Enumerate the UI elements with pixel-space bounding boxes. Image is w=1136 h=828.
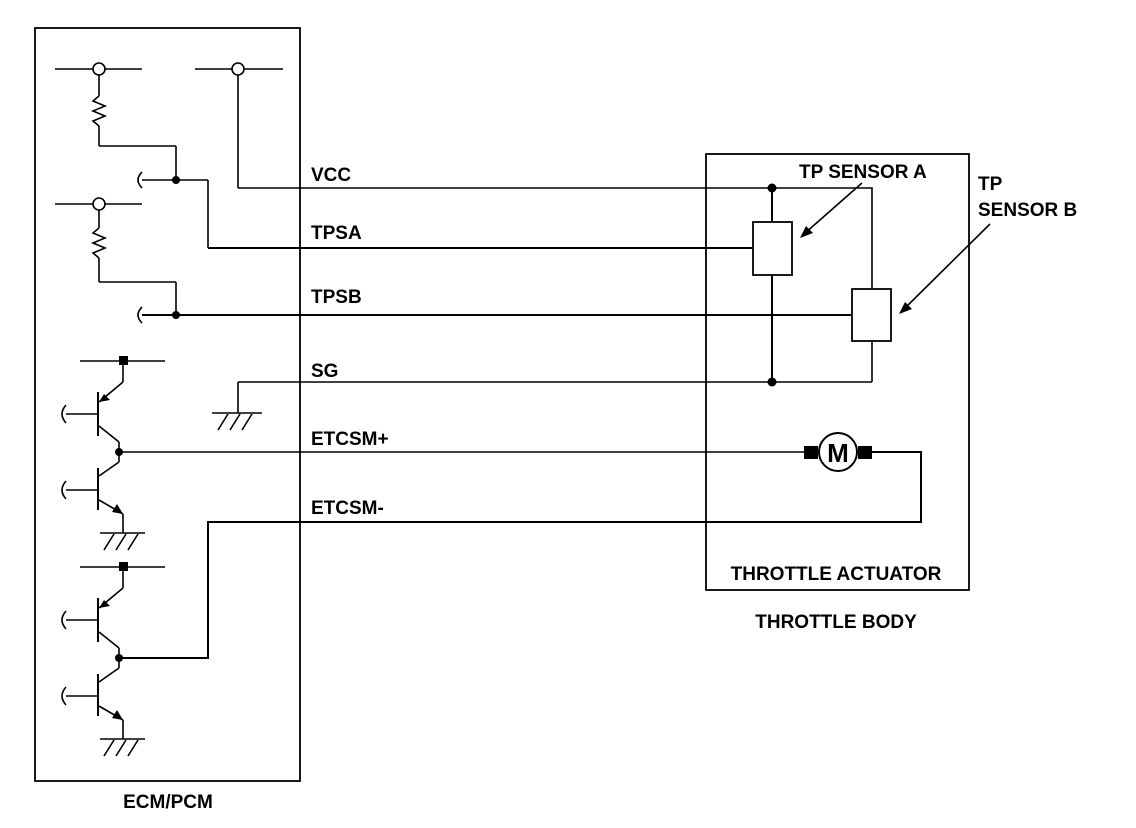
tp-sensor-b-arrow (902, 223, 991, 311)
throttle-actuator-box (705, 153, 970, 591)
wire-label-tpsa: TPSA (311, 223, 362, 244)
tp-sensor-a-label: TP SENSOR A (799, 162, 927, 183)
tp-sensor-b-label-line2: SENSOR B (978, 200, 1077, 221)
wire-tpsb: TPSB (142, 287, 852, 316)
wire-label-vcc: VCC (311, 165, 351, 186)
wire-label-etcsm-minus: ETCSM- (311, 498, 384, 519)
ecm-pcm-label: ECM/PCM (123, 792, 213, 813)
ecm-pcm-box (34, 27, 301, 782)
wire-label-tpsb: TPSB (311, 287, 362, 308)
ecm-pullup-circuit (55, 62, 283, 431)
ecm-driver-circuit-plus (61, 356, 165, 551)
wire-sg: SG (238, 361, 872, 383)
tp-sensor-a-arrow (803, 182, 863, 235)
tp-sensor-b-label-line1: TP (978, 174, 1003, 195)
wire-label-etcsm-plus: ETCSM+ (311, 429, 389, 450)
ecm-driver-circuit-minus (61, 562, 165, 757)
tp-sensor-a (752, 221, 793, 276)
wire-etcsm-minus: ETCSM- (119, 451, 922, 659)
motor: M (804, 432, 872, 472)
wire-etcsm-plus: ETCSM+ (119, 429, 806, 453)
wire-tpsa: TPSA (208, 223, 754, 249)
throttle-body-label: THROTTLE BODY (755, 612, 917, 633)
motor-label: M (827, 438, 849, 468)
tp-sensor-network (752, 183, 892, 387)
tp-sensor-b (851, 288, 892, 342)
throttle-actuator-label: THROTTLE ACTUATOR (731, 564, 942, 585)
wire-label-sg: SG (311, 361, 338, 382)
